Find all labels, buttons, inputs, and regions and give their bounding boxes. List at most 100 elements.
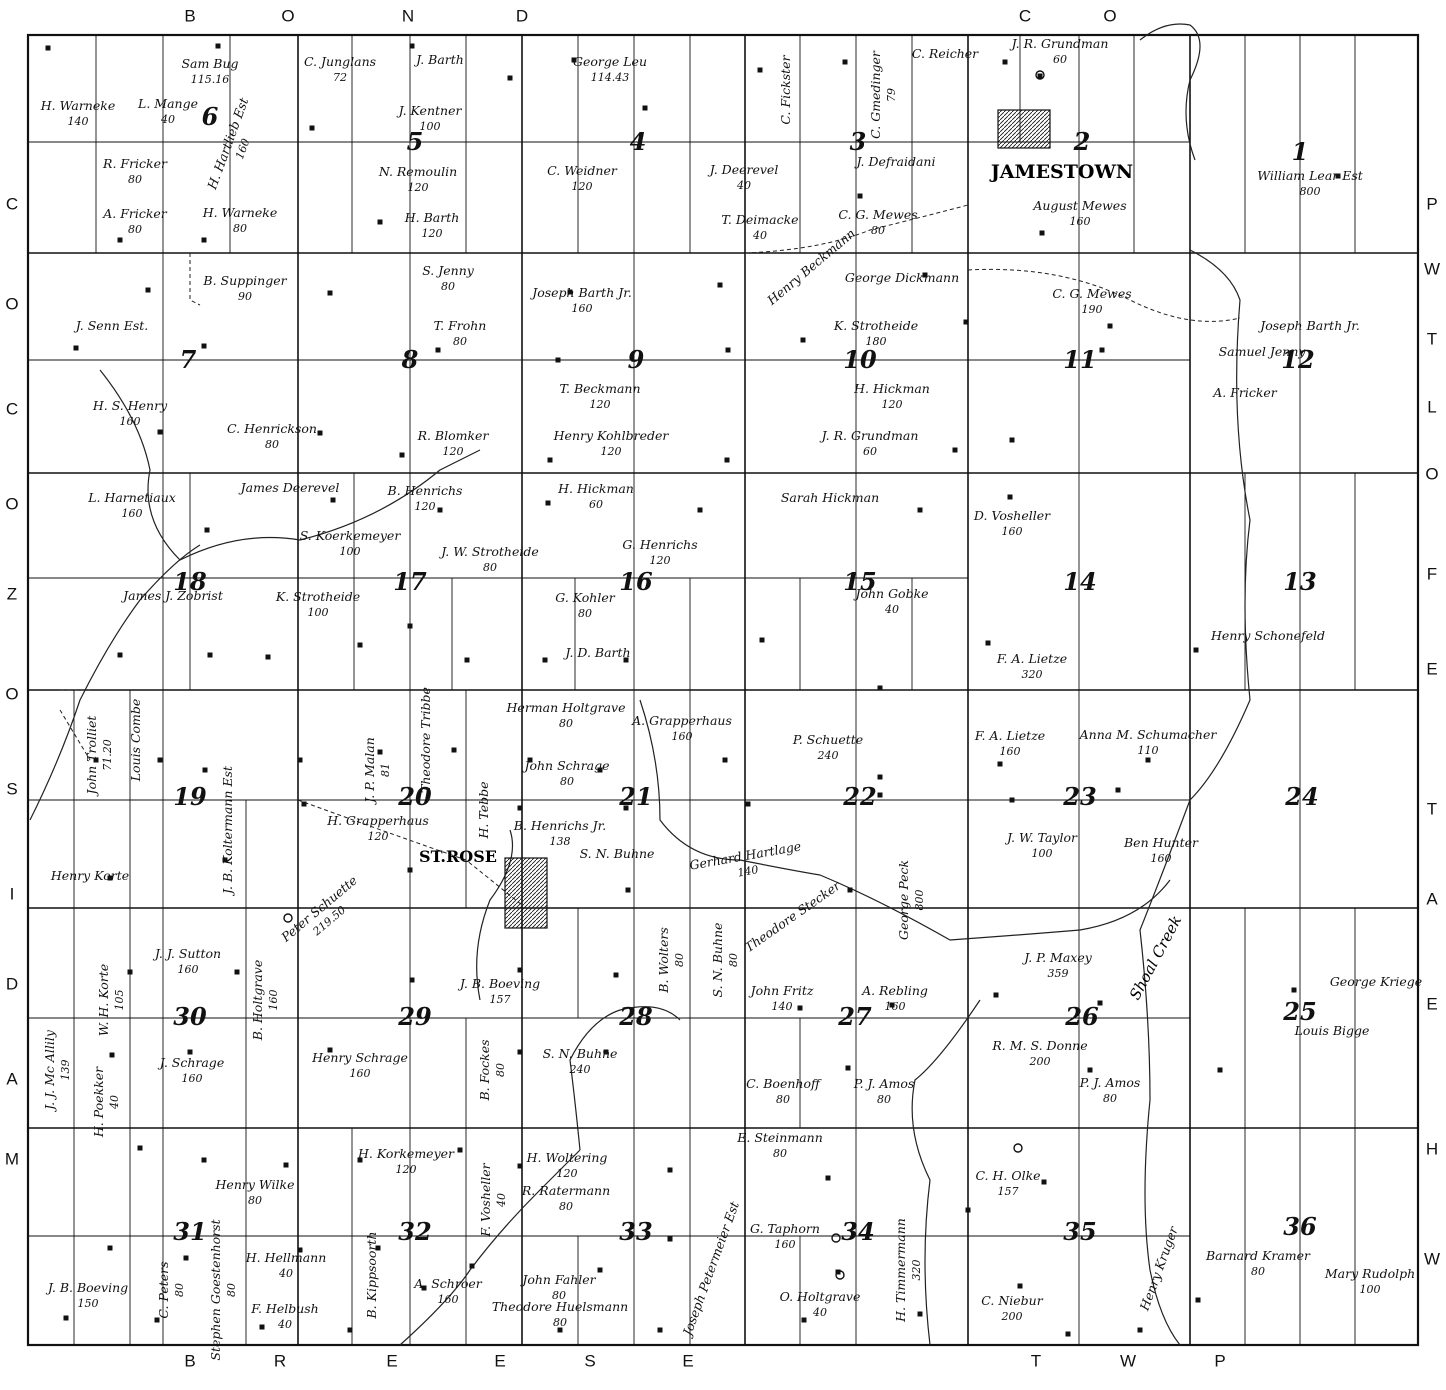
owner-acres: 120 bbox=[557, 1167, 578, 1180]
owner-acres: 40 bbox=[752, 229, 767, 242]
creek bbox=[29, 544, 201, 821]
owner-name: H. Timmermann bbox=[893, 1218, 908, 1323]
house-marker bbox=[437, 507, 443, 513]
house-marker bbox=[201, 237, 207, 243]
border-letter: E bbox=[386, 1351, 397, 1370]
section-grid bbox=[26, 33, 1420, 1347]
owner-name: Joseph Petermeier Est bbox=[679, 1199, 743, 1341]
section-number: 36 bbox=[1283, 1212, 1317, 1241]
owner-acres: 120 bbox=[601, 445, 622, 458]
owner-parcel: Henry Korte bbox=[50, 868, 129, 883]
owner-name: Henry Schrage bbox=[311, 1050, 408, 1065]
owner-acres: 160 bbox=[572, 302, 593, 315]
house-marker bbox=[842, 59, 848, 65]
owner-name: L. Harnetiaux bbox=[87, 490, 176, 505]
section-number: 4 bbox=[630, 127, 647, 156]
owner-acres: 80 bbox=[128, 173, 142, 186]
owner-name: R. Fricker bbox=[102, 156, 168, 171]
owner-parcel: Joseph Barth Jr. bbox=[1257, 318, 1360, 333]
house-marker bbox=[201, 343, 207, 349]
section-number: 24 bbox=[1284, 782, 1318, 811]
house-marker bbox=[145, 287, 151, 293]
border-letter: S bbox=[6, 779, 17, 798]
owner-acres: 160 bbox=[1000, 745, 1021, 758]
section-number: 23 bbox=[1062, 782, 1096, 811]
owner-name: C. Peters bbox=[156, 1261, 171, 1318]
house-marker bbox=[117, 652, 123, 658]
owner-name: G. Kohler bbox=[555, 590, 615, 605]
owner-acres: 138 bbox=[550, 835, 571, 848]
house-marker bbox=[154, 1317, 160, 1323]
section-number: 34 bbox=[841, 1217, 874, 1246]
owner-name: A. Fricker bbox=[1212, 385, 1278, 400]
owner-name: Sarah Hickman bbox=[781, 490, 879, 505]
section-number: 6 bbox=[202, 102, 219, 131]
landmark-circle bbox=[1013, 1143, 1023, 1153]
house-marker bbox=[757, 67, 763, 73]
house-marker bbox=[517, 805, 523, 811]
owner-name: B. Wolters bbox=[656, 927, 671, 993]
owner-name: B. Henrichs Jr. bbox=[513, 818, 606, 833]
owner-name: Henry Wilke bbox=[215, 1177, 295, 1192]
roads bbox=[59, 204, 1241, 906]
house-marker bbox=[1065, 1331, 1071, 1337]
house-marker bbox=[542, 657, 548, 663]
owner-acres: 114.43 bbox=[591, 71, 630, 84]
house-marker bbox=[183, 1255, 189, 1261]
owner-name: J. B. Boeving bbox=[45, 1280, 128, 1295]
owner-name: S. Jenny bbox=[422, 263, 475, 278]
house-markers bbox=[45, 43, 1341, 1337]
border-letter: O bbox=[5, 684, 18, 703]
owner-acres: 80 bbox=[453, 335, 467, 348]
house-marker bbox=[265, 654, 271, 660]
owner-name: K. Strotheide bbox=[275, 589, 360, 604]
owner-name: H. Woltering bbox=[526, 1150, 608, 1165]
section-number: 3 bbox=[850, 127, 867, 156]
house-marker bbox=[1335, 173, 1341, 179]
owner-name: Herman Holtgrave bbox=[506, 700, 626, 715]
border-letter: D bbox=[6, 974, 18, 993]
owner-name: Theodore Huelsmann bbox=[492, 1299, 628, 1314]
town-label-jamestown: JAMESTOWN bbox=[989, 161, 1133, 183]
border-letter: N bbox=[402, 6, 414, 25]
owner-acres: 800 bbox=[913, 890, 926, 911]
border-letter: C bbox=[6, 194, 18, 213]
owner-name: George Kriege bbox=[1330, 974, 1422, 989]
owner-acres: 110 bbox=[1138, 744, 1159, 757]
creek bbox=[476, 829, 514, 1001]
owner-name: P. J. Amos bbox=[1079, 1075, 1141, 1090]
section-number: 13 bbox=[1283, 567, 1316, 596]
owner-parcel: J. B. Koltermann Est bbox=[220, 765, 235, 897]
section-number: 18 bbox=[173, 567, 207, 596]
owner-acres: 100 bbox=[340, 545, 361, 558]
creek-label: Shoal Creek bbox=[1126, 912, 1186, 1003]
owner-name: J. Barth bbox=[413, 52, 464, 67]
house-marker bbox=[1002, 59, 1008, 65]
owner-acres: 120 bbox=[572, 180, 593, 193]
house-marker bbox=[517, 1049, 523, 1055]
owner-acres: 320 bbox=[910, 1260, 923, 1281]
house-marker bbox=[107, 1245, 113, 1251]
border-letter: T bbox=[1031, 1351, 1041, 1370]
border-letter: A bbox=[1426, 889, 1438, 908]
owner-acres: 140 bbox=[772, 1000, 793, 1013]
owner-acres: 105 bbox=[113, 990, 126, 1011]
border-letter: B bbox=[184, 6, 195, 25]
house-marker bbox=[317, 430, 323, 436]
house-marker bbox=[1115, 787, 1121, 793]
house-marker bbox=[157, 757, 163, 763]
